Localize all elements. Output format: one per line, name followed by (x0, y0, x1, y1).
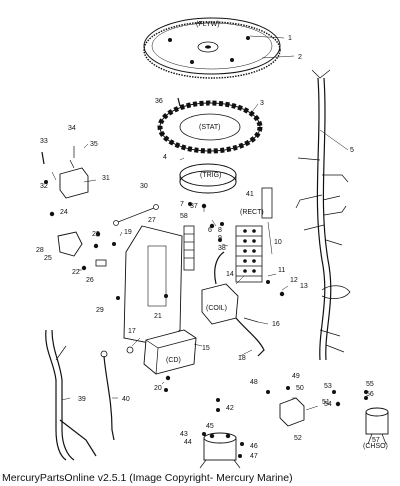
callout-54: 54 (324, 401, 332, 408)
callout-39: 39 (78, 396, 86, 403)
callout-18: 18 (238, 355, 246, 362)
callout-33: 33 (40, 138, 48, 145)
callout-53: 53 (324, 383, 332, 390)
stator: (STAT) (157, 100, 263, 154)
plug-lead (235, 317, 265, 357)
callout-43: 43 (180, 431, 188, 438)
callout-2: 2 (298, 54, 302, 61)
callout-31: 31 (102, 175, 110, 182)
rect-label: (RECT) (240, 209, 264, 216)
callout-37: 37 (190, 203, 198, 210)
leader-lines (51, 35, 349, 411)
callout-4: 4 (163, 154, 167, 161)
rectifier-41 (261, 187, 273, 219)
callout-3: 3 (260, 100, 264, 107)
callout-23: 23 (92, 231, 100, 238)
choke-solenoid (365, 407, 389, 445)
callout-55: 55 (366, 381, 374, 388)
callout-1: 1 (288, 35, 292, 42)
callout-15: 15 (202, 345, 210, 352)
part-52 (279, 397, 305, 427)
callout-16: 16 (272, 321, 280, 328)
callout-46: 46 (250, 443, 258, 450)
callout-32: 32 (40, 183, 48, 190)
cd-module: (CD) (143, 329, 197, 375)
hardware (41, 97, 368, 458)
ground-lead (117, 207, 155, 223)
coil-label: (COIL) (206, 305, 227, 312)
callout-34: 34 (68, 125, 76, 132)
ignition-coil: (COIL) (201, 251, 239, 325)
callout-45: 45 (206, 423, 214, 430)
callout-9: 9 (218, 235, 222, 242)
copyright-footer: MercuryPartsOnline v2.5.1 (Image Copyrig… (2, 472, 293, 484)
callout-56: 56 (366, 391, 374, 398)
trigger: (TRIG) (179, 163, 237, 194)
callout-26: 26 (86, 277, 94, 284)
flyw-label: (FLYW) (196, 21, 220, 28)
bracket (57, 231, 83, 257)
callout-14: 14 (226, 271, 234, 278)
callout-58: 58 (180, 213, 188, 220)
callout-8: 8 (218, 227, 222, 234)
callout-40: 40 (122, 396, 130, 403)
cd-label: (CD) (166, 357, 181, 364)
callout-21: 21 (154, 313, 162, 320)
callout-25: 25 (44, 255, 52, 262)
callout-27: 27 (148, 217, 156, 224)
callout-29: 29 (96, 307, 104, 314)
callout-12: 12 (290, 277, 298, 284)
callout-28: 28 (36, 247, 44, 254)
callout-51: 51 (322, 399, 330, 406)
callout-41: 41 (246, 191, 254, 198)
callout-5: 5 (350, 147, 354, 154)
callout-35: 35 (90, 141, 98, 148)
callout-11: 11 (278, 267, 285, 274)
neutral-switch (59, 146, 89, 199)
callout-57: 57 (372, 437, 380, 444)
callout-47: 47 (250, 453, 258, 460)
callout-30: 30 (140, 183, 148, 190)
callout-17: 17 (128, 328, 136, 335)
terminal-block (235, 225, 263, 283)
terminal-strip (183, 225, 195, 271)
lead-40 (103, 355, 115, 441)
callout-38: 38 (218, 245, 226, 252)
harness-39 (45, 329, 97, 461)
wire-harness (295, 69, 351, 361)
flywheel: (FLYW) (143, 17, 281, 79)
callout-42: 42 (226, 405, 234, 412)
callout-36: 36 (155, 98, 163, 105)
callout-52: 52 (294, 435, 302, 442)
part-number-callouts: 1 2 3 4 5 6 7 8 9 10 11 12 13 14 15 16 1… (36, 35, 380, 460)
callout-44: 44 (184, 439, 192, 446)
trig-label: (TRIG) (200, 172, 221, 179)
callout-20: 20 (154, 385, 162, 392)
callout-22: 22 (72, 269, 80, 276)
chso-label: (CHSO) (363, 443, 388, 450)
stat-label: (STAT) (199, 124, 221, 131)
callout-48: 48 (250, 379, 258, 386)
callout-10: 10 (274, 239, 282, 246)
callout-49: 49 (292, 373, 300, 380)
callout-50: 50 (296, 385, 304, 392)
callout-7: 7 (180, 201, 184, 208)
callout-13: 13 (300, 283, 308, 290)
callout-19: 19 (124, 229, 132, 236)
callout-6: 6 (208, 227, 212, 234)
starter-solenoid (199, 432, 241, 469)
callout-24: 24 (60, 209, 68, 216)
